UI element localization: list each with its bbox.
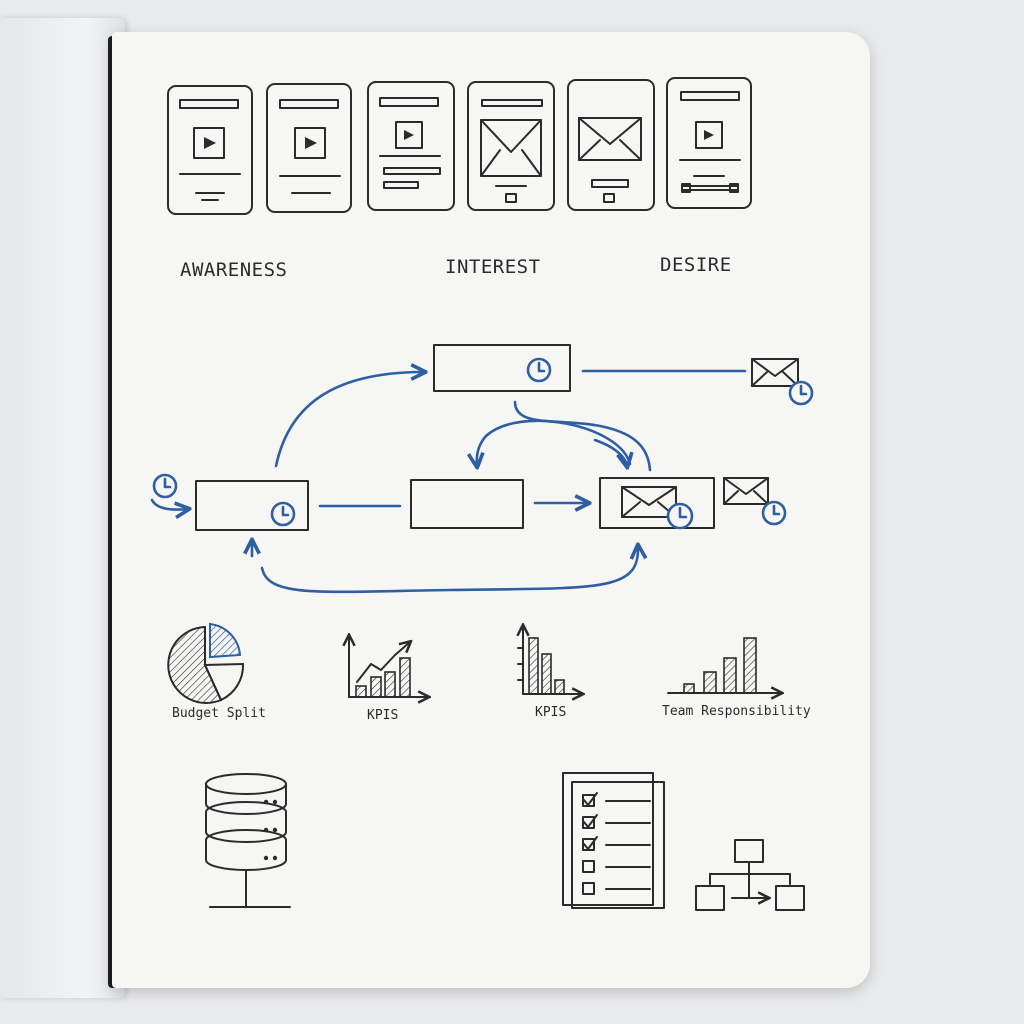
start-clock-icon [152,473,178,499]
phone-wireframe-2 [266,83,352,213]
phone-wireframe-5-email [567,79,655,211]
phone-wireframe-3 [367,81,455,211]
checklist-document-icon [562,772,665,909]
budget-pie-chart [167,622,245,704]
left-to-top-arrow [274,372,424,468]
kpi-chart-1 [349,636,428,697]
flow-box-middle [410,479,524,529]
database-server-icon [205,773,291,908]
stage-label-awareness: AWARENESS [180,259,288,281]
budget-split-label: Budget Split [172,706,266,721]
bottom-loop-arrow [260,546,638,594]
team-responsibility-label: Team Responsibility [662,704,811,719]
return-arrow-middle [477,419,632,466]
team-responsibility-chart [667,637,781,693]
flow-box-right-email [599,477,715,530]
flow-box-top [433,344,571,392]
left-notebook-page [0,18,125,998]
notebook-page [112,32,870,988]
email-icon-top-right [751,358,814,406]
email-icon-right [723,477,787,526]
kpis-label-1: KPIS [367,708,399,723]
stage-label-desire: DESIRE [660,254,732,276]
org-chart-icon [695,839,805,911]
kpis-label-2: KPIS [535,705,567,720]
phone-wireframe-6 [666,77,752,209]
stage-label-interest: INTEREST [445,256,541,278]
curve-to-right-box-arrow [593,438,627,466]
phone-wireframe-1 [167,85,253,215]
kpi-chart-2 [518,626,582,694]
flow-box-left [195,480,309,531]
phone-wireframe-4-email [467,81,555,211]
top-to-right-curve [513,400,652,472]
entry-arrow [150,498,188,510]
